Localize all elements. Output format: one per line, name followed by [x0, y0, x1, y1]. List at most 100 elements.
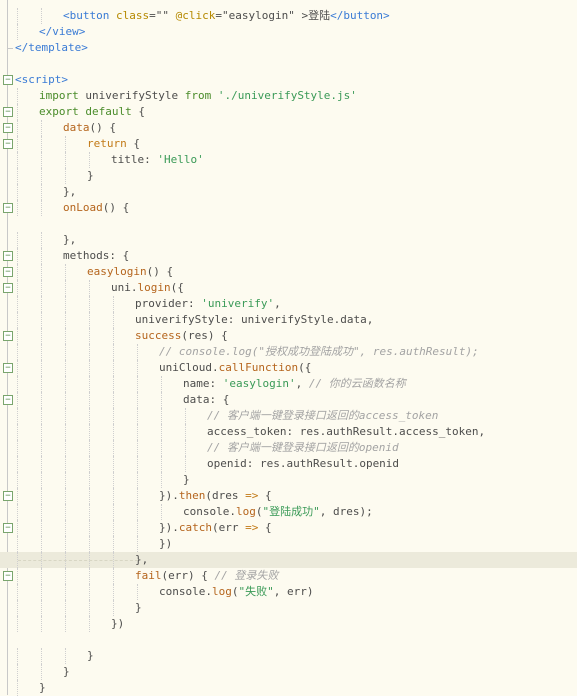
- code-line[interactable]: }: [0, 664, 577, 680]
- code-line[interactable]: }: [0, 680, 577, 696]
- code-line[interactable]: }): [0, 616, 577, 632]
- code-line[interactable]: −export default {: [0, 104, 577, 120]
- code-token: onLoad: [63, 201, 103, 214]
- indent-guide: [65, 312, 66, 328]
- code-line[interactable]: −}).catch(err => {: [0, 520, 577, 536]
- code-line[interactable]: −success(res) {: [0, 328, 577, 344]
- code-text: data: {: [183, 392, 229, 408]
- code-line[interactable]: [0, 56, 577, 72]
- code-line[interactable]: − easylogin() {: [0, 264, 577, 280]
- indent-guide: [137, 584, 138, 600]
- code-line[interactable]: −uni.login({: [0, 280, 577, 296]
- code-line[interactable]: access_token: res.authResult.access_toke…: [0, 424, 577, 440]
- fold-toggle-icon[interactable]: −: [3, 571, 13, 581]
- code-token: data: [63, 121, 90, 134]
- fold-toggle-icon[interactable]: −: [3, 283, 13, 293]
- code-token: ="easylogin" >登陆: [215, 9, 331, 22]
- code-line[interactable]: openid: res.authResult.openid: [0, 456, 577, 472]
- code-token: title:: [111, 153, 158, 166]
- code-token: }): [111, 617, 125, 630]
- indent-guide: [113, 344, 114, 360]
- indent-guide: [89, 328, 90, 344]
- code-line[interactable]: name: 'easylogin', // 你的云函数名称: [0, 376, 577, 392]
- code-token: './univerifyStyle.js': [217, 89, 357, 102]
- code-line[interactable]: [0, 632, 577, 648]
- code-token: import: [39, 89, 79, 102]
- code-line[interactable]: −fail(err) { // 登录失败: [0, 568, 577, 584]
- code-line[interactable]: }: [0, 648, 577, 664]
- code-line[interactable]: }: [0, 168, 577, 184]
- indent-guide: [17, 184, 18, 200]
- code-line[interactable]: // 客户端一键登录接口返回的openid: [0, 440, 577, 456]
- code-line[interactable]: // console.log("授权成功登陆成功", res.authResul…: [0, 344, 577, 360]
- indent-guide: [17, 120, 18, 136]
- indent-guide: [89, 296, 90, 312]
- code-line[interactable]: </view>: [0, 24, 577, 40]
- fold-toggle-icon[interactable]: −: [3, 75, 13, 85]
- code-line[interactable]: univerifyStyle: univerifyStyle.data,: [0, 312, 577, 328]
- code-line[interactable]: }: [0, 600, 577, 616]
- fold-toggle-icon[interactable]: −: [3, 139, 13, 149]
- indent-guide: [41, 376, 42, 392]
- code-text: easylogin() {: [87, 264, 173, 280]
- code-text: return {: [87, 136, 140, 152]
- code-text: }): [159, 536, 172, 552]
- code-line[interactable]: title: 'Hello': [0, 152, 577, 168]
- fold-toggle-icon[interactable]: −: [3, 491, 13, 501]
- code-line[interactable]: −methods: {: [0, 248, 577, 264]
- indent-guide: [137, 536, 138, 552]
- indent-guide: [89, 344, 90, 360]
- fold-toggle-icon[interactable]: −: [3, 395, 13, 405]
- indent-guide: [65, 344, 66, 360]
- indent-guide: [17, 8, 18, 24]
- code-line[interactable]: import univerifyStyle from './univerifyS…: [0, 88, 577, 104]
- code-line[interactable]: },: [0, 184, 577, 200]
- indent-guide: [41, 200, 42, 216]
- indent-guide: [65, 360, 66, 376]
- code-token: 'easylogin': [222, 377, 296, 390]
- code-line[interactable]: console.log("登陆成功", dres);: [0, 504, 577, 520]
- code-line[interactable]: <button class="" @click="easylogin" >登陆<…: [0, 8, 577, 24]
- code-token: }: [87, 169, 94, 182]
- code-text: console.log("失败", err): [159, 584, 313, 600]
- code-line[interactable]: − data: {: [0, 392, 577, 408]
- code-token: @click: [175, 9, 216, 22]
- indent-guide: [17, 312, 18, 328]
- code-line[interactable]: −uniCloud.callFunction({: [0, 360, 577, 376]
- code-line[interactable]: [0, 216, 577, 232]
- code-line[interactable]: },: [0, 232, 577, 248]
- current-line[interactable]: },: [0, 552, 577, 568]
- code-line[interactable]: }): [0, 536, 577, 552]
- code-line[interactable]: }: [0, 472, 577, 488]
- indent-guide: [113, 440, 114, 456]
- indent-guide: [17, 248, 18, 264]
- fold-toggle-icon[interactable]: −: [3, 203, 13, 213]
- code-line[interactable]: −onLoad() {: [0, 200, 577, 216]
- fold-toggle-icon[interactable]: −: [3, 267, 13, 277]
- fold-toggle-icon[interactable]: −: [3, 107, 13, 117]
- code-line[interactable]: − return {: [0, 136, 577, 152]
- fold-toggle-icon[interactable]: −: [3, 331, 13, 341]
- indent-guide: [65, 584, 66, 600]
- fold-toggle-icon[interactable]: −: [3, 523, 13, 533]
- code-line[interactable]: // 客户端一键登录接口返回的access_token: [0, 408, 577, 424]
- indent-guide: [17, 408, 18, 424]
- fold-toggle-icon[interactable]: −: [3, 123, 13, 133]
- code-line[interactable]: −}).then(dres => {: [0, 488, 577, 504]
- indent-guide: [137, 424, 138, 440]
- fold-toggle-icon[interactable]: −: [3, 363, 13, 373]
- code-text: title: 'Hello': [111, 152, 204, 168]
- code-line[interactable]: console.log("失败", err): [0, 584, 577, 600]
- indent-guide: [41, 152, 42, 168]
- fold-toggle-icon[interactable]: −: [3, 251, 13, 261]
- code-line[interactable]: −data() {: [0, 120, 577, 136]
- code-token: "失败": [238, 585, 274, 598]
- code-line[interactable]: provider: 'univerify',: [0, 296, 577, 312]
- indent-guide: [17, 472, 18, 488]
- code-line[interactable]: −<script>: [0, 72, 577, 88]
- indent-guide: [89, 520, 90, 536]
- indent-guide: [17, 680, 18, 696]
- code-text: <button class="" @click="easylogin" >登陆<…: [63, 8, 390, 24]
- code-line[interactable]: </template>: [0, 40, 577, 56]
